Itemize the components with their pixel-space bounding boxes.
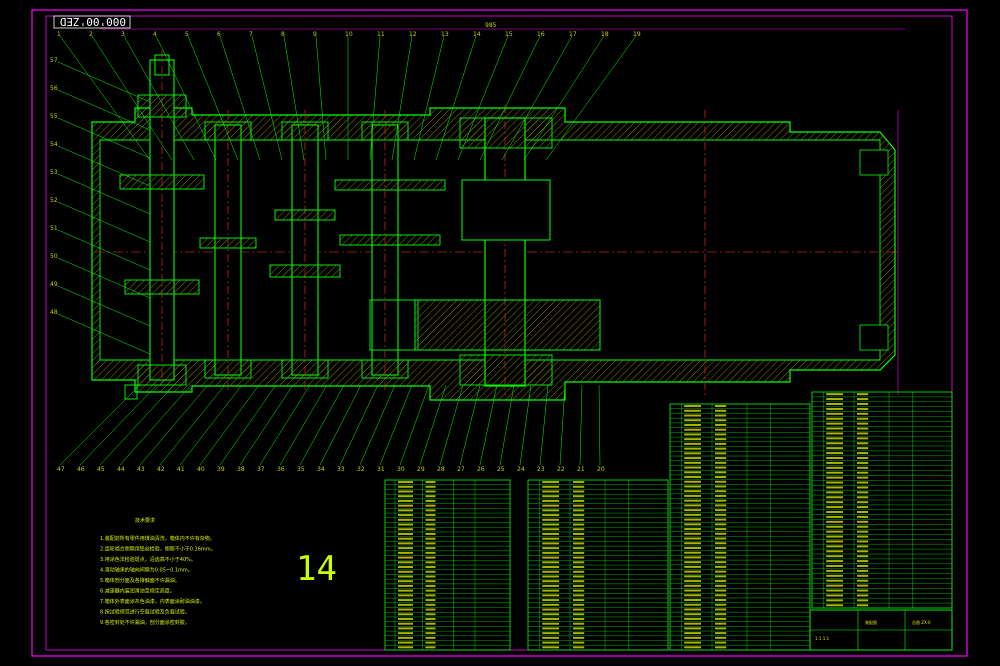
leader-label-bottom: 35 xyxy=(297,466,305,473)
leader-label-left: 52 xyxy=(50,197,58,204)
leader-label-top: 3 xyxy=(121,31,125,38)
leader-label-bottom: 22 xyxy=(557,466,565,473)
note-line: 1.装配前所有零件用煤油清洗，箱体内不许有杂物。 xyxy=(100,535,215,542)
leader-label-bottom: 23 xyxy=(537,466,545,473)
leader-label-bottom: 21 xyxy=(577,466,585,473)
leader-label-bottom: 33 xyxy=(337,466,345,473)
leader-label-top: 19 xyxy=(633,31,641,38)
leader-label-top: 1 xyxy=(57,31,61,38)
leader-label-bottom: 43 xyxy=(137,466,145,473)
parts-list xyxy=(384,391,953,651)
leader-label-bottom: 20 xyxy=(597,466,605,473)
big-mark: 14 xyxy=(296,549,337,589)
note-line: 6.减速器内装润滑油至规定高度。 xyxy=(100,588,175,595)
leader-label-bottom: 28 xyxy=(437,466,445,473)
leader-label-bottom: 47 xyxy=(57,466,65,473)
svg-text:000'00'ZED: 000'00'ZED xyxy=(60,15,126,28)
leader-label-top: 15 xyxy=(505,31,513,38)
leader-label-top: 12 xyxy=(409,31,417,38)
drain-plug xyxy=(124,384,138,400)
leader-label-bottom: 34 xyxy=(317,466,325,473)
leader-label-top: 7 xyxy=(249,31,253,38)
leader-label-bottom: 25 xyxy=(497,466,505,473)
leader-label-bottom: 32 xyxy=(357,466,365,473)
leader-label-top: 9 xyxy=(313,31,317,38)
leader-label-top: 14 xyxy=(473,31,481,38)
leader-label-left: 57 xyxy=(50,57,58,64)
leader-label-bottom: 42 xyxy=(157,466,165,473)
leader-label-top: 5 xyxy=(185,31,189,38)
input-shaft xyxy=(119,50,205,386)
leader-label-bottom: 24 xyxy=(517,466,525,473)
intermediate-shaft-2 xyxy=(269,110,341,390)
leader-label-top: 4 xyxy=(153,31,157,38)
leader-label-bottom: 39 xyxy=(217,466,225,473)
leader-label-left: 48 xyxy=(50,309,58,316)
note-line: 5.箱体剖分面及各接触面不许漏油。 xyxy=(100,577,180,584)
leader-label-bottom: 40 xyxy=(197,466,205,473)
leader-label-bottom: 26 xyxy=(477,466,485,473)
notes-heading: 技术要求 xyxy=(135,517,155,524)
leader-label-bottom: 29 xyxy=(417,466,425,473)
leader-label-top: 6 xyxy=(217,31,221,38)
note-line: 9.各密封处不许漏油，剖分面涂密封胶。 xyxy=(100,619,190,626)
note-line: 2.齿轮啮合侧隙用铅丝检验，侧隙不小于0.16mm。 xyxy=(100,546,216,553)
note-line: 7.箱体外表面涂灰色油漆，内表面涂耐油油漆。 xyxy=(100,598,205,605)
leader-label-top: 10 xyxy=(345,31,353,38)
note-line: 3.用涂色法检验斑点，沿齿高不小于40%。 xyxy=(100,556,196,563)
leader-label-top: 8 xyxy=(281,31,285,38)
leader-label-bottom: 46 xyxy=(77,466,85,473)
title-drawing-no: 1:1 1:1 xyxy=(815,636,830,641)
leader-label-left: 54 xyxy=(50,141,58,148)
leader-label-bottom: 37 xyxy=(257,466,265,473)
title-drawing-name: 装配图 xyxy=(865,619,877,625)
leader-label-top: 2 xyxy=(89,31,93,38)
title-block: 装配图 1:1 1:1 总图 ZX-0 xyxy=(809,609,953,651)
leader-label-bottom: 27 xyxy=(457,466,465,473)
note-line: 8.按试验规范进行空载试验及负载试验。 xyxy=(100,609,190,616)
intermediate-shaft-3 xyxy=(334,110,446,390)
leader-label-left: 55 xyxy=(50,113,58,120)
leader-label-top: 16 xyxy=(537,31,545,38)
leader-label-bottom: 44 xyxy=(117,466,125,473)
leader-label-bottom: 38 xyxy=(237,466,245,473)
sheet-border xyxy=(31,9,968,657)
note-line: 4.滚动轴承的轴向间隙为0.05~0.1mm。 xyxy=(100,567,193,574)
leader-label-left: 56 xyxy=(50,85,58,92)
leader-label-top: 17 xyxy=(569,31,577,38)
leader-label-bottom: 30 xyxy=(397,466,405,473)
leader-label-top: 13 xyxy=(441,31,449,38)
output-shaft xyxy=(414,105,601,395)
leader-label-left: 51 xyxy=(50,225,58,232)
drawing-number-stamp: 000'00'ZED xyxy=(53,15,131,29)
leader-label-top: 11 xyxy=(377,31,385,38)
title-scale: 总图 ZX-0 xyxy=(912,619,931,625)
leader-label-left: 50 xyxy=(50,253,58,260)
overall-length-label: 985 xyxy=(485,22,497,29)
technical-notes: 技术要求 1.装配前所有零件用煤油清洗，箱体内不许有杂物。 2.齿轮啮合侧隙用铅丝… xyxy=(100,517,216,626)
leader-label-bottom: 31 xyxy=(377,466,385,473)
leader-label-bottom: 45 xyxy=(97,466,105,473)
intermediate-shaft-1 xyxy=(199,110,257,390)
leader-label-bottom: 36 xyxy=(277,466,285,473)
leader-label-top: 18 xyxy=(601,31,609,38)
leader-label-left: 49 xyxy=(50,281,58,288)
leader-label-bottom: 41 xyxy=(177,466,185,473)
leader-label-left: 53 xyxy=(50,169,58,176)
